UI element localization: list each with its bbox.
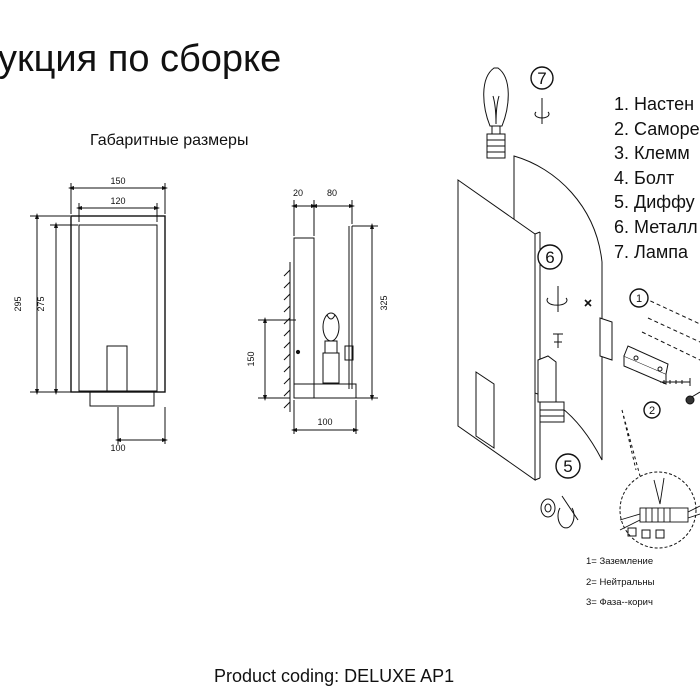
callout-5-circle bbox=[555, 453, 581, 479]
callout-7: 7 bbox=[537, 69, 546, 88]
callout-5: 5 bbox=[563, 457, 572, 476]
dim-depth-body: 80 bbox=[327, 188, 337, 198]
parts-list-item: 4. Болт bbox=[614, 167, 675, 188]
dim-width-inner: 120 bbox=[110, 196, 125, 206]
dim-height-inner: 275 bbox=[36, 296, 46, 311]
wiring-legend-item: 3= Фаза--корич bbox=[586, 597, 653, 608]
dim-base-width: 100 bbox=[110, 443, 125, 453]
callout-6: 6 bbox=[545, 248, 554, 267]
dimensions-caption: Габаритные размеры bbox=[90, 132, 249, 149]
product-code: Product coding: DELUXE AP1 bbox=[214, 666, 455, 686]
parts-list-item: 2. Саморе bbox=[614, 118, 700, 139]
exploded-view bbox=[457, 67, 700, 549]
parts-list-item: 6. Металл bbox=[614, 216, 698, 237]
callout-2-circle bbox=[643, 401, 661, 419]
dim-width-outer: 150 bbox=[110, 176, 125, 186]
callout-2: 2 bbox=[649, 405, 655, 417]
callout-1-circle bbox=[629, 288, 649, 308]
parts-list-item: 7. Лампа bbox=[614, 241, 688, 262]
dim-depth-back: 20 bbox=[293, 188, 303, 198]
callout-7-circle bbox=[530, 66, 554, 90]
page-title: укция по сборке bbox=[0, 38, 282, 80]
wiring-legend: 1= Заземление 2= Нейтральны 3= Фаза--кор… bbox=[586, 552, 654, 614]
callout-1: 1 bbox=[636, 293, 642, 305]
lamp-bulb bbox=[483, 67, 509, 159]
parts-list-item: 1. Настен bbox=[614, 94, 695, 114]
callout-6-circle bbox=[537, 244, 563, 270]
parts-list-item: 5. Диффу bbox=[614, 192, 695, 213]
front-view bbox=[30, 183, 168, 444]
wiring-legend-item: 1= Заземление bbox=[586, 556, 654, 567]
dim-side-base: 100 bbox=[317, 417, 332, 427]
dim-mount-height: 150 bbox=[246, 351, 256, 366]
dim-side-height: 325 bbox=[379, 295, 389, 310]
parts-list-item: 3. Клемм bbox=[614, 143, 690, 164]
dim-height-outer: 295 bbox=[13, 296, 23, 311]
parts-list: 1. Настен 2. Саморе 3. Клемм 4. Болт 5. … bbox=[614, 92, 700, 264]
wiring-legend-item: 2= Нейтральны bbox=[586, 576, 655, 588]
side-view bbox=[258, 200, 378, 434]
